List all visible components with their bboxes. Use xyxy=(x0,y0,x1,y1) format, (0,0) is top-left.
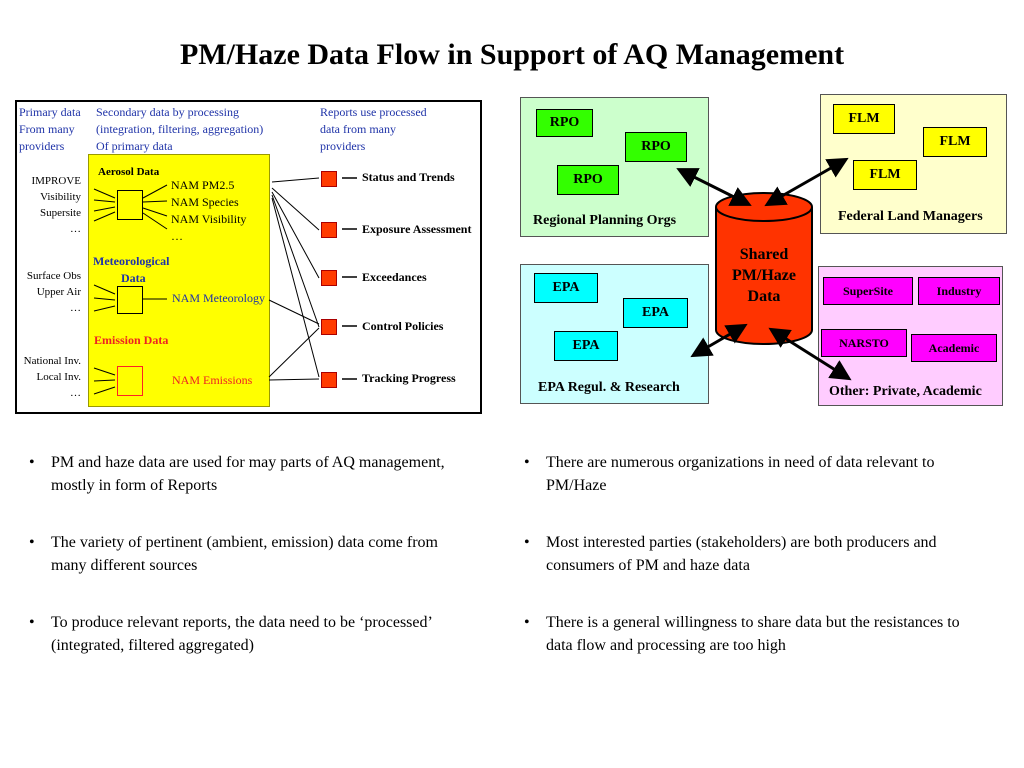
flm-tag: FLM xyxy=(923,127,987,157)
flm-tag: FLM xyxy=(833,104,895,134)
flm-caption: Federal Land Managers xyxy=(838,209,983,224)
meteorological-data-title: Meteorological Data xyxy=(93,253,193,287)
source-label: … xyxy=(70,223,81,235)
primary-data-header: Primary data From many providers xyxy=(19,104,95,155)
data-flow-diagram: Primary data From many providers Seconda… xyxy=(15,100,482,414)
source-group-aerosol: IMPROVE Visibility Supersite … xyxy=(19,173,81,237)
aerosol-processor-square xyxy=(117,190,143,220)
secondary-header-line: (integration, filtering, aggregation) xyxy=(96,122,264,136)
rpo-tag: RPO xyxy=(625,132,687,162)
bullet-marker: • xyxy=(524,454,530,471)
rpo-tag: RPO xyxy=(536,109,593,137)
source-group-meteorology: Surface Obs Upper Air … xyxy=(19,268,81,316)
reports-header-line: Reports use processed xyxy=(320,105,427,119)
bullet-text: The variety of pertinent (ambient, emiss… xyxy=(51,534,438,574)
report-tracking-progress: Tracking Progress xyxy=(362,371,456,385)
epa-caption: EPA Regul. & Research xyxy=(538,380,680,395)
aerosol-item: NAM Species xyxy=(171,195,239,209)
reports-header-line: providers xyxy=(320,139,366,153)
aerosol-data-title: Aerosol Data xyxy=(98,166,160,178)
bullet-text: To produce relevant reports, the data ne… xyxy=(51,614,432,654)
left-bullet-list: • PM and haze data are used for may part… xyxy=(15,451,455,691)
shared-label-line: PM/Haze xyxy=(732,267,796,284)
secondary-data-header: Secondary data by processing (integratio… xyxy=(96,104,296,155)
epa-tag: EPA xyxy=(534,273,598,303)
other-caption: Other: Private, Academic xyxy=(829,384,982,399)
bullet-text: There are numerous organizations in need… xyxy=(546,454,935,494)
meteorological-title-line: Meteorological xyxy=(93,254,170,268)
right-bullet-list: • There are numerous organizations in ne… xyxy=(510,451,980,691)
reports-header-line: data from many xyxy=(320,122,396,136)
report-square xyxy=(321,270,337,286)
bullet-marker: • xyxy=(29,614,35,631)
aerosol-item: NAM Visibility xyxy=(171,212,247,226)
bullet-item: • The variety of pertinent (ambient, emi… xyxy=(15,531,455,577)
secondary-header-line: Of primary data xyxy=(96,139,173,153)
bullet-marker: • xyxy=(29,534,35,551)
source-label: National Inv. xyxy=(23,355,81,367)
shared-label-line: Data xyxy=(747,288,781,305)
aerosol-items: NAM PM2.5 NAM Species NAM Visibility … xyxy=(171,177,246,245)
nam-meteorology-label: NAM Meteorology xyxy=(172,291,265,305)
flm-tag: FLM xyxy=(853,160,917,190)
bullet-marker: • xyxy=(29,454,35,471)
primary-header-line: Primary data xyxy=(19,105,81,119)
source-label: Upper Air xyxy=(36,286,81,298)
rpo-caption: Regional Planning Orgs xyxy=(533,213,677,228)
shared-label-line: Shared xyxy=(739,246,789,263)
emission-processor-square xyxy=(117,366,143,396)
industry-tag: Industry xyxy=(918,277,1000,305)
source-label: Surface Obs xyxy=(26,270,81,282)
epa-tag: EPA xyxy=(554,331,618,361)
meteorological-title-line: Data xyxy=(121,271,146,285)
source-label: Visibility xyxy=(40,191,81,203)
reports-header: Reports use processed data from many pro… xyxy=(320,104,470,155)
report-exceedances: Exceedances xyxy=(362,270,427,284)
flow-connectors xyxy=(93,177,357,395)
source-label: Supersite xyxy=(40,207,81,219)
page-title: PM/Haze Data Flow in Support of AQ Manag… xyxy=(179,38,845,71)
report-square xyxy=(321,319,337,335)
report-control-policies: Control Policies xyxy=(362,319,444,333)
bullet-item: • There are numerous organizations in ne… xyxy=(510,451,980,497)
report-square xyxy=(321,222,337,238)
source-label: … xyxy=(70,387,81,399)
nam-emissions-label: NAM Emissions xyxy=(172,373,253,387)
source-label: … xyxy=(70,302,81,314)
shared-data-label: Shared PM/Haze Data xyxy=(716,244,812,307)
report-status-trends: Status and Trends xyxy=(362,170,455,184)
bullet-text: PM and haze data are used for may parts … xyxy=(51,454,445,494)
report-exposure-assessment: Exposure Assessment xyxy=(362,222,472,236)
bullet-marker: • xyxy=(524,534,530,551)
meteorology-processor-square xyxy=(117,286,143,314)
bullet-text: Most interested parties (stakeholders) a… xyxy=(546,534,937,574)
primary-header-line: From many xyxy=(19,122,75,136)
bullet-item: • There is a general willingness to shar… xyxy=(510,611,980,657)
source-group-emission: National Inv. Local Inv. … xyxy=(19,353,81,401)
bullet-item: • PM and haze data are used for may part… xyxy=(15,451,455,497)
flow-arrows xyxy=(676,157,852,381)
report-square xyxy=(321,171,337,187)
bullet-text: There is a general willingness to share … xyxy=(546,614,960,654)
source-label: IMPROVE xyxy=(31,175,81,187)
aerosol-item: NAM PM2.5 xyxy=(171,178,235,192)
aerosol-item: … xyxy=(171,229,183,243)
source-label: Local Inv. xyxy=(36,371,82,383)
bullet-item: • To produce relevant reports, the data … xyxy=(15,611,455,657)
emission-data-title: Emission Data xyxy=(94,333,169,347)
supersite-tag: SuperSite xyxy=(823,277,913,305)
bullet-item: • Most interested parties (stakeholders)… xyxy=(510,531,980,577)
rpo-tag: RPO xyxy=(557,165,619,195)
secondary-header-line: Secondary data by processing xyxy=(96,105,239,119)
academic-tag: Academic xyxy=(911,334,997,362)
report-square xyxy=(321,372,337,388)
processing-box xyxy=(88,154,270,407)
epa-tag: EPA xyxy=(623,298,688,328)
primary-header-line: providers xyxy=(19,139,65,153)
bullet-marker: • xyxy=(524,614,530,631)
